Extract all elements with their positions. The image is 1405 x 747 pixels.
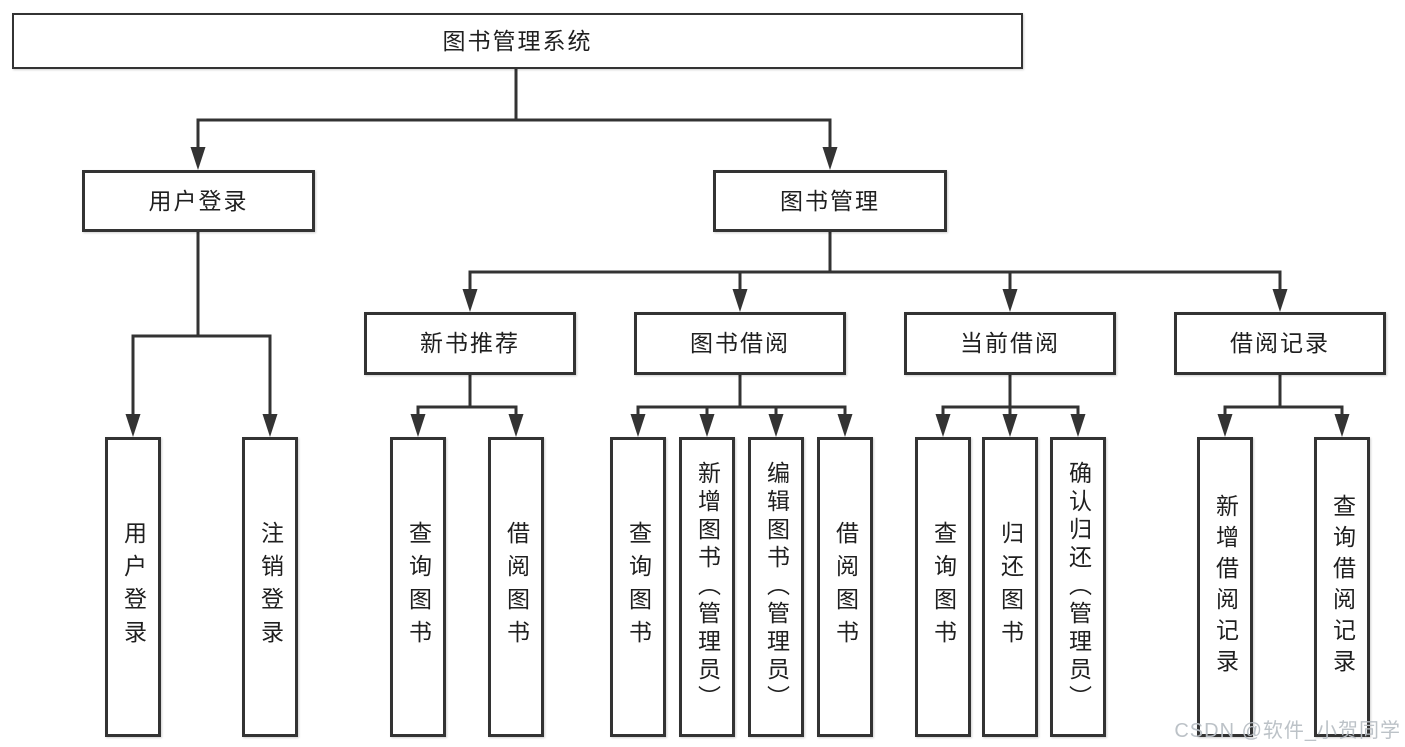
- node-new-book-recommendation: 新书推荐: [364, 312, 576, 375]
- node-leaf-current-query-books: 查询图书: [915, 437, 971, 737]
- node-label: 借阅记录: [1230, 330, 1330, 356]
- node-user-login: 用户登录: [82, 170, 315, 232]
- node-label: 图书管理系统: [442, 27, 593, 54]
- node-book-management-system: 图书管理系统: [12, 13, 1023, 69]
- node-label: 归还图书: [997, 521, 1024, 653]
- node-label: 查询图书: [625, 521, 652, 653]
- node-leaf-borrowing-borrow-books: 借阅图书: [817, 437, 873, 737]
- watermark: CSDN @软件_小贺同学: [1174, 720, 1401, 742]
- node-label: 查询借阅记录: [1329, 494, 1356, 680]
- node-borrowing-records: 借阅记录: [1174, 312, 1386, 375]
- node-label: 借阅图书: [503, 521, 530, 653]
- node-leaf-logout: 注销登录: [242, 437, 298, 737]
- node-label: 新增借阅记录: [1212, 494, 1239, 680]
- node-label: 借阅图书: [832, 521, 859, 653]
- node-leaf-borrowing-query-books: 查询图书: [610, 437, 666, 737]
- node-leaf-add-borrow-record: 新增借阅记录: [1197, 437, 1253, 737]
- node-label: 图书借阅: [690, 330, 790, 356]
- node-book-management: 图书管理: [713, 170, 947, 232]
- node-label: 确认归还（管理员）: [1065, 461, 1092, 713]
- node-label: 图书管理: [780, 187, 880, 214]
- node-label: 查询图书: [930, 521, 957, 653]
- node-label: 新书推荐: [420, 330, 520, 356]
- node-label: 查询图书: [405, 521, 432, 653]
- node-book-borrowing: 图书借阅: [634, 312, 846, 375]
- node-current-borrowing: 当前借阅: [904, 312, 1116, 375]
- node-leaf-query-borrow-record: 查询借阅记录: [1314, 437, 1370, 737]
- node-label: 新增图书（管理员）: [694, 461, 721, 713]
- node-leaf-add-books-admin: 新增图书（管理员）: [679, 437, 735, 737]
- node-leaf-recommend-query-books: 查询图书: [390, 437, 446, 737]
- node-leaf-edit-books-admin: 编辑图书（管理员）: [748, 437, 804, 737]
- node-label: 用户登录: [120, 521, 147, 653]
- node-leaf-confirm-return-admin: 确认归还（管理员）: [1050, 437, 1106, 737]
- node-label: 当前借阅: [960, 330, 1060, 356]
- node-label: 编辑图书（管理员）: [763, 461, 790, 713]
- node-label: 用户登录: [148, 187, 249, 214]
- node-leaf-return-books: 归还图书: [982, 437, 1038, 737]
- node-leaf-recommend-borrow-books: 借阅图书: [488, 437, 544, 737]
- node-leaf-user-login: 用户登录: [105, 437, 161, 737]
- node-label: 注销登录: [257, 521, 284, 653]
